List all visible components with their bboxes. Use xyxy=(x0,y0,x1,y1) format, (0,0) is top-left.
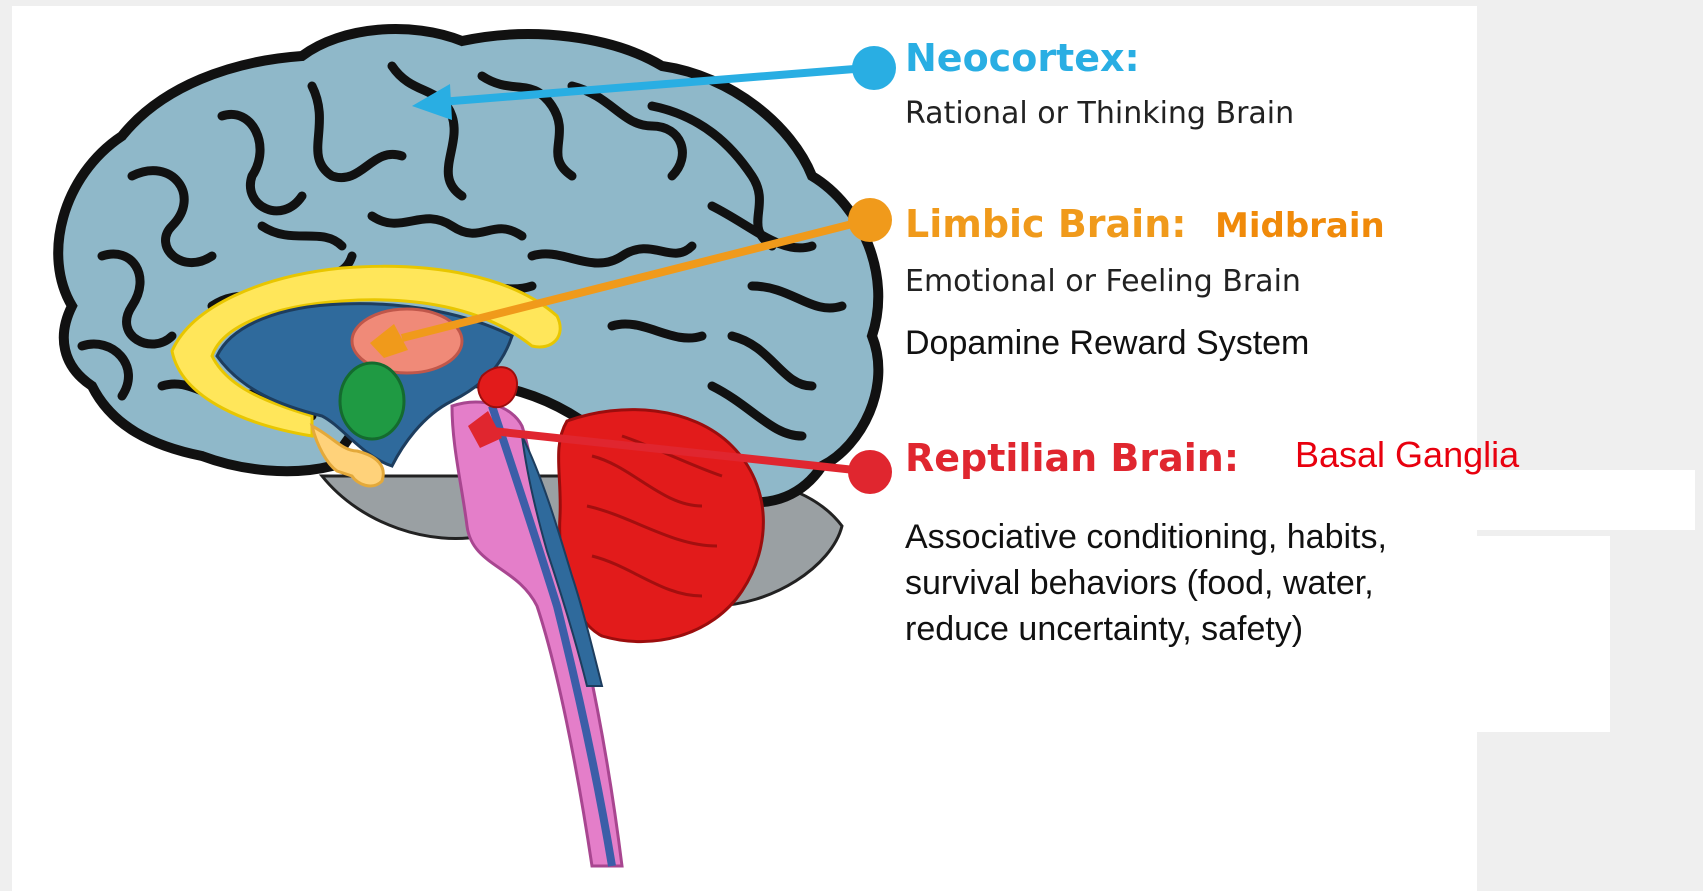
reptilian-description-line-2: survival behaviors (food, water, xyxy=(905,562,1374,604)
midbrain-label: Midbrain xyxy=(1215,206,1385,246)
slide: Neocortex: Rational or Thinking Brain Li… xyxy=(12,6,1477,891)
dopamine-reward-note: Dopamine Reward System xyxy=(905,322,1309,364)
reptilian-title: Reptilian Brain: xyxy=(905,436,1239,480)
pineal-red xyxy=(478,367,517,407)
limbic-title: Limbic Brain: xyxy=(905,202,1186,246)
basal-ganglia-label: Basal Ganglia xyxy=(1295,434,1519,476)
hypothalamus-green xyxy=(340,363,404,439)
reptilian-description-line-1: Associative conditioning, habits, xyxy=(905,516,1387,558)
limbic-subtitle: Emotional or Feeling Brain xyxy=(905,264,1301,299)
neocortex-subtitle: Rational or Thinking Brain xyxy=(905,96,1294,131)
reptilian-description-line-3: reduce uncertainty, safety) xyxy=(905,608,1303,650)
neocortex-title: Neocortex: xyxy=(905,36,1140,80)
brain-diagram xyxy=(12,6,1477,891)
basal-ganglia-box xyxy=(1465,470,1695,530)
